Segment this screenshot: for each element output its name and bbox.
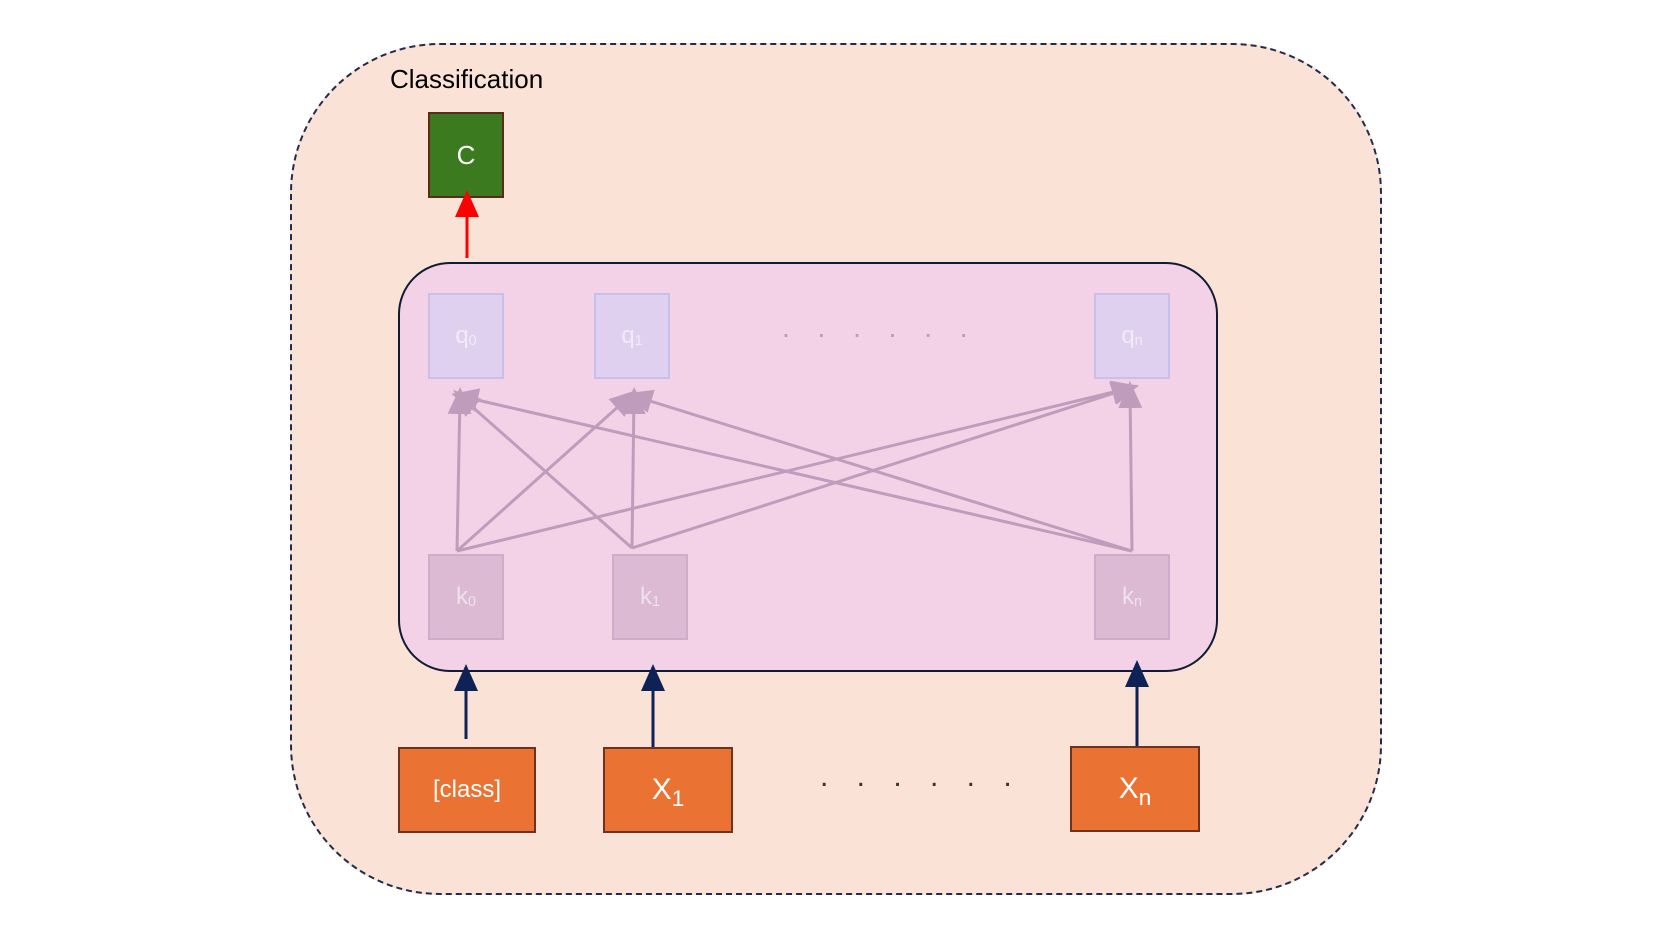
key-subscript-n: n [1133,594,1142,611]
key-label-1: k [639,583,652,610]
query-subscript-n: n [1134,333,1143,350]
input-label-x1: X [651,773,672,806]
attention-line-k1-qn [631,382,1139,550]
attention-line-k0-qn [456,380,1139,553]
query-subscript-1: 1 [634,333,643,350]
query-label-n: q [1121,322,1135,349]
query-subscript-0: 0 [468,333,477,350]
key-subscript-1: 1 [651,594,660,611]
input-subscript-xn: n [1138,785,1152,810]
input-label-class: [class] [432,776,501,803]
query-ellipsis: . . . . . . [782,312,978,343]
attention-line-kn-qn [1118,381,1143,552]
attention-line-k1-q1 [621,387,646,549]
key-label-n: k [1121,583,1134,610]
query-label-0: q [455,322,469,349]
attention-line-k0-q1 [455,389,637,553]
input-ellipsis: . . . . . . [820,760,1022,793]
attention-line-kn-q0 [451,388,1133,553]
input-label-xn: X [1118,772,1139,805]
classification-title: Classification [390,64,544,94]
input-subscript-x1: 1 [671,786,685,811]
attention-line-kn-q1 [625,389,1133,553]
class-output-label: C [456,139,476,170]
input-box-class: [class] [398,747,536,833]
key-label-0: k [455,583,468,610]
attention-line-k1-q0 [453,390,633,550]
attention-line-k0-q0 [447,387,472,552]
query-label-1: q [621,322,635,349]
key-subscript-0: 0 [467,594,476,611]
